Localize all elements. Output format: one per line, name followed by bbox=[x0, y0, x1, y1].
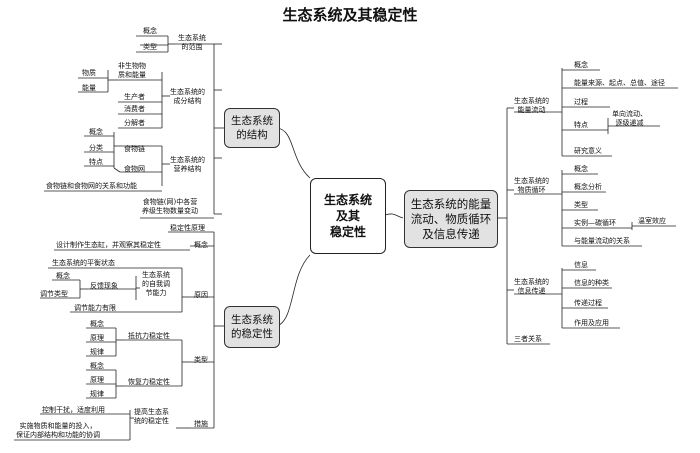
recover-principle: 原理 bbox=[90, 376, 104, 384]
energy-significance: 研究意义 bbox=[574, 147, 602, 155]
info-types: 信息的种类 bbox=[574, 279, 609, 287]
scope-concept: 概念 bbox=[143, 27, 157, 35]
material-analysis: 概念分析 bbox=[574, 183, 602, 191]
info-transfer-label: 生态系统的 信息传递 bbox=[514, 278, 549, 295]
decomposer-label: 分解者 bbox=[124, 119, 145, 127]
material-types: 类型 bbox=[574, 201, 588, 209]
stability-principle: 稳定性原理 bbox=[170, 224, 205, 232]
material-cycle-label: 生态系统的 物质循环 bbox=[514, 177, 549, 194]
energy-source: 能量来源、起点、总值、途径 bbox=[574, 79, 665, 87]
material-concept: 概念 bbox=[574, 165, 588, 173]
resist-law: 规律 bbox=[90, 348, 104, 356]
improve-stability: 提高生态系 统的稳定性 bbox=[134, 408, 169, 425]
nonliving-label: 非生物物 质和能量 bbox=[118, 62, 146, 79]
greenhouse-effect: 温室效应 bbox=[638, 217, 666, 225]
info-label: 信息 bbox=[574, 261, 588, 269]
stability-types: 类型 bbox=[194, 356, 208, 364]
functions-node: 生态系统的能量 流动、物质循环 及信息传递 bbox=[404, 190, 498, 248]
feedback-label: 反馈现象 bbox=[90, 282, 118, 290]
chain-classification: 分类 bbox=[89, 144, 103, 152]
info-process: 传递过程 bbox=[574, 299, 602, 307]
scope-types: 类型 bbox=[143, 43, 157, 51]
stability-cause: 原因 bbox=[194, 291, 208, 299]
feedback-types: 调节类型 bbox=[40, 290, 68, 298]
stability-concept: 概念 bbox=[194, 241, 208, 249]
carbon-cycle: 实例—碳循环 bbox=[574, 219, 616, 227]
recover-concept: 概念 bbox=[90, 362, 104, 370]
material-energy-relation: 与能量流动的关系 bbox=[574, 237, 630, 245]
energy-flow-label: 生态系统的 能量流动 bbox=[514, 97, 549, 114]
stability-measures: 措施 bbox=[194, 420, 208, 428]
recover-law: 规律 bbox=[90, 390, 104, 398]
stability-node: 生态系统 的稳定性 bbox=[224, 306, 280, 348]
food-chain-label: 食物链 bbox=[124, 145, 145, 153]
food-web-label: 食物网 bbox=[124, 165, 145, 173]
structure-node: 生态系统 的结构 bbox=[224, 108, 280, 148]
three-relations: 三者关系 bbox=[514, 335, 542, 343]
resistance-stability: 抵抗力稳定性 bbox=[128, 332, 170, 340]
components-label: 生态系统的 成分结构 bbox=[170, 88, 205, 105]
energy-process: 过程 bbox=[574, 98, 588, 106]
self-regulation: 生态系统 的自我调 节能力 bbox=[142, 271, 170, 297]
energy-concept: 概念 bbox=[574, 61, 588, 69]
trophic-label: 生态系统的 营养结构 bbox=[170, 156, 205, 173]
scope-label: 生态系统 的范围 bbox=[178, 34, 206, 51]
control-interference: 控制干扰，适度利用 bbox=[42, 406, 105, 414]
energy-features-detail: 单向流动、 逐级递减 bbox=[612, 110, 647, 127]
producer-label: 生产者 bbox=[124, 93, 145, 101]
eco-tank-design: 设计制作生态缸，并观察其稳定性 bbox=[56, 241, 161, 249]
info-role: 作用及应用 bbox=[574, 319, 609, 327]
population-change: 食物链(网)中各营 养级生物数量变动 bbox=[142, 198, 198, 215]
input-measures: 实施物质和能量的投入， 保证内部结构和功能的协调 bbox=[16, 422, 100, 439]
resist-concept: 概念 bbox=[90, 320, 104, 328]
balance-state: 生态系统的平衡状态 bbox=[52, 259, 115, 267]
limited-ability: 调节能力有限 bbox=[74, 304, 116, 312]
resist-principle: 原理 bbox=[90, 334, 104, 342]
energy-label: 能量 bbox=[82, 84, 96, 92]
center-node: 生态系统 及其 稳定性 bbox=[310, 178, 386, 254]
energy-features: 特点 bbox=[574, 121, 588, 129]
chain-concept: 概念 bbox=[89, 128, 103, 136]
recovery-stability: 恢复力稳定性 bbox=[128, 378, 170, 386]
page-title: 生态系统及其稳定性 bbox=[282, 6, 418, 24]
consumer-label: 消费者 bbox=[124, 105, 145, 113]
chain-web-relation: 食物链和食物网的关系和功能 bbox=[46, 182, 137, 190]
chain-features: 特点 bbox=[89, 158, 103, 166]
feedback-concept: 概念 bbox=[56, 272, 70, 280]
matter-label: 物质 bbox=[82, 69, 96, 77]
